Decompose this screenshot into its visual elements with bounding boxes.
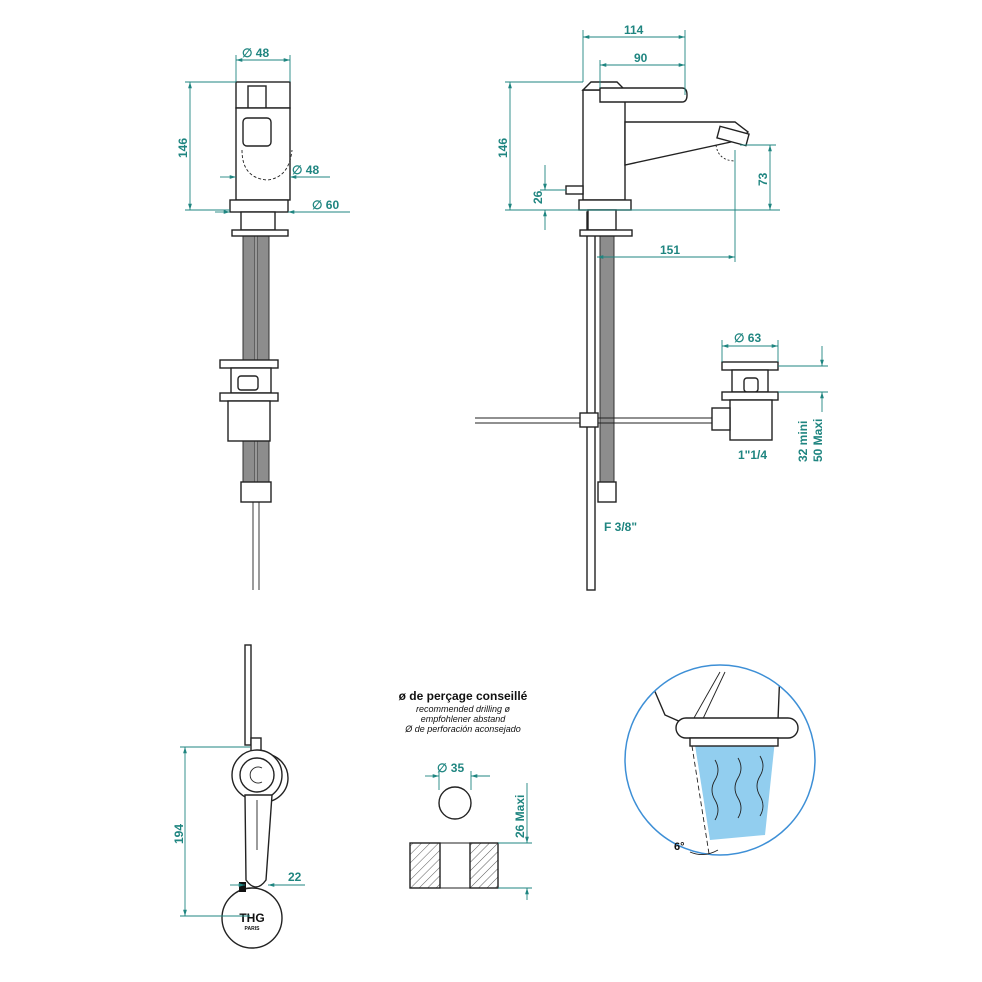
side-view: 114 90 146 26 73 151 F 3/8" ∅ 63 1"1/4 3…	[475, 23, 828, 591]
front-height-label: 146	[176, 138, 190, 158]
drilling-line-en: recommended drilling ø	[416, 704, 511, 714]
front-view: ∅ 48 146 ∅ 48 ∅ 60	[176, 46, 350, 590]
side-reach-total-label: 114	[624, 23, 644, 37]
thg-logo-sub: PARIS	[245, 926, 261, 932]
side-inlet-height-label: 26	[531, 190, 545, 204]
lever-width-label: 22	[288, 870, 302, 884]
drilling-line-es: Ø de perforación aconsejado	[404, 724, 521, 734]
spray-angle-label: 6°	[674, 841, 685, 853]
front-top-diameter-label: ∅ 48	[242, 46, 269, 60]
waste-diameter-label: ∅ 63	[734, 331, 761, 345]
side-spout-reach-label: 151	[660, 243, 680, 257]
drilling-line-de: empfohlener abstand	[421, 714, 507, 724]
side-lever-length-label: 90	[634, 51, 648, 65]
waste-thread-label: 1"1/4	[738, 448, 767, 462]
top-view: THG PARIS 194 22	[172, 644, 305, 949]
aerator-detail: 6°	[624, 664, 816, 856]
side-spout-height-label: 73	[756, 172, 770, 186]
hose-connection-label: F 3/8"	[604, 520, 637, 534]
front-body-diameter-label: ∅ 48	[292, 163, 319, 177]
drilling-recommendation: ø de perçage conseillé recommended drill…	[399, 689, 532, 900]
max-thickness-label: 26 Maxi	[513, 795, 527, 838]
side-height-label: 146	[496, 138, 510, 158]
hole-diameter-label: ∅ 35	[437, 761, 464, 775]
top-length-label: 194	[172, 824, 186, 844]
basin-thickness-min-label: 32 mini	[796, 421, 810, 462]
drilling-title: ø de perçage conseillé	[399, 689, 528, 703]
front-base-diameter-label: ∅ 60	[312, 198, 339, 212]
thg-logo: THG	[239, 911, 264, 925]
basin-thickness-max-label: 50 Maxi	[811, 419, 825, 462]
